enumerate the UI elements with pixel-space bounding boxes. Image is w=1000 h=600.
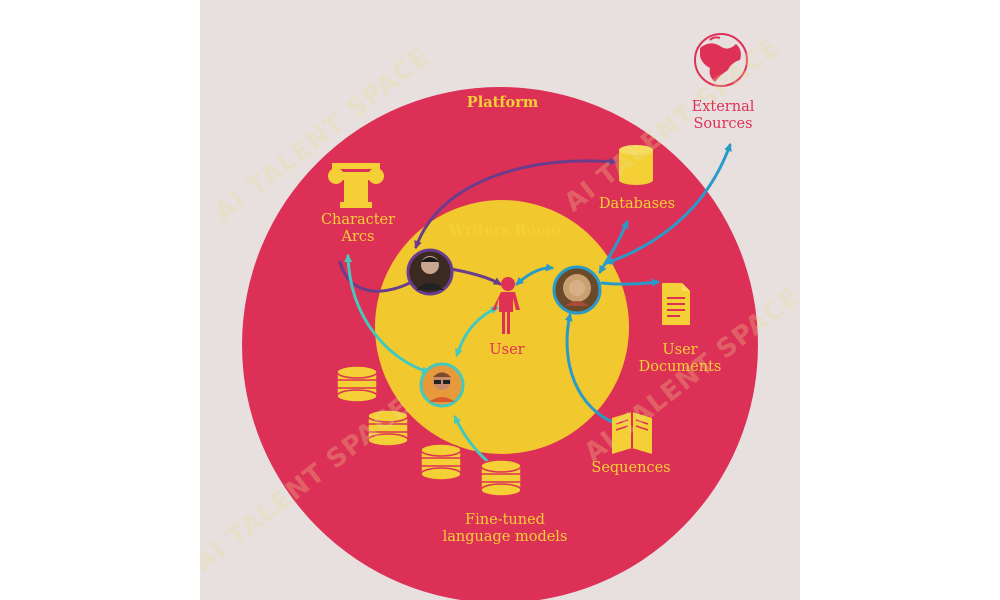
diagram-canvas — [242, 33, 758, 600]
coin-stack-icon — [336, 365, 522, 497]
user-figure-icon — [492, 277, 520, 334]
sequences-label: Sequences — [591, 460, 671, 476]
fine-tuned-models-label: Fine-tuned language models — [442, 512, 568, 546]
arrow-agent2-sequences — [564, 313, 622, 427]
external-sources-label: External Sources — [691, 99, 755, 133]
agent-avatar-2 — [552, 265, 602, 315]
platform-label: Platform — [466, 94, 539, 111]
greek-column-icon — [328, 163, 384, 208]
globe-icon — [694, 33, 748, 87]
arrow-agent2-user-documents — [600, 278, 660, 287]
user-documents-label: User Documents — [638, 342, 722, 376]
arrow-agent2-external-sources — [605, 143, 732, 265]
agent-avatar-3 — [419, 362, 465, 408]
agent-avatar-1 — [406, 248, 454, 296]
arrow-character-arcs-agent3 — [344, 254, 430, 375]
writers-room-label: Writers Room — [448, 222, 562, 239]
arrow-user-agent3 — [455, 306, 499, 357]
character-arcs-label: Character Arcs — [320, 212, 396, 246]
database-cylinder-icon — [619, 145, 653, 185]
arrow-user-agent2 — [515, 263, 554, 286]
databases-label: Databases — [598, 196, 676, 212]
document-icon — [662, 283, 690, 325]
open-book-icon — [612, 412, 652, 454]
user-label: User — [489, 342, 525, 358]
arrow-agent1-to-databases — [414, 157, 617, 249]
diagram-panel: AI TALENT SPACE AI TALENT SPACE AI TALEN… — [200, 0, 800, 600]
